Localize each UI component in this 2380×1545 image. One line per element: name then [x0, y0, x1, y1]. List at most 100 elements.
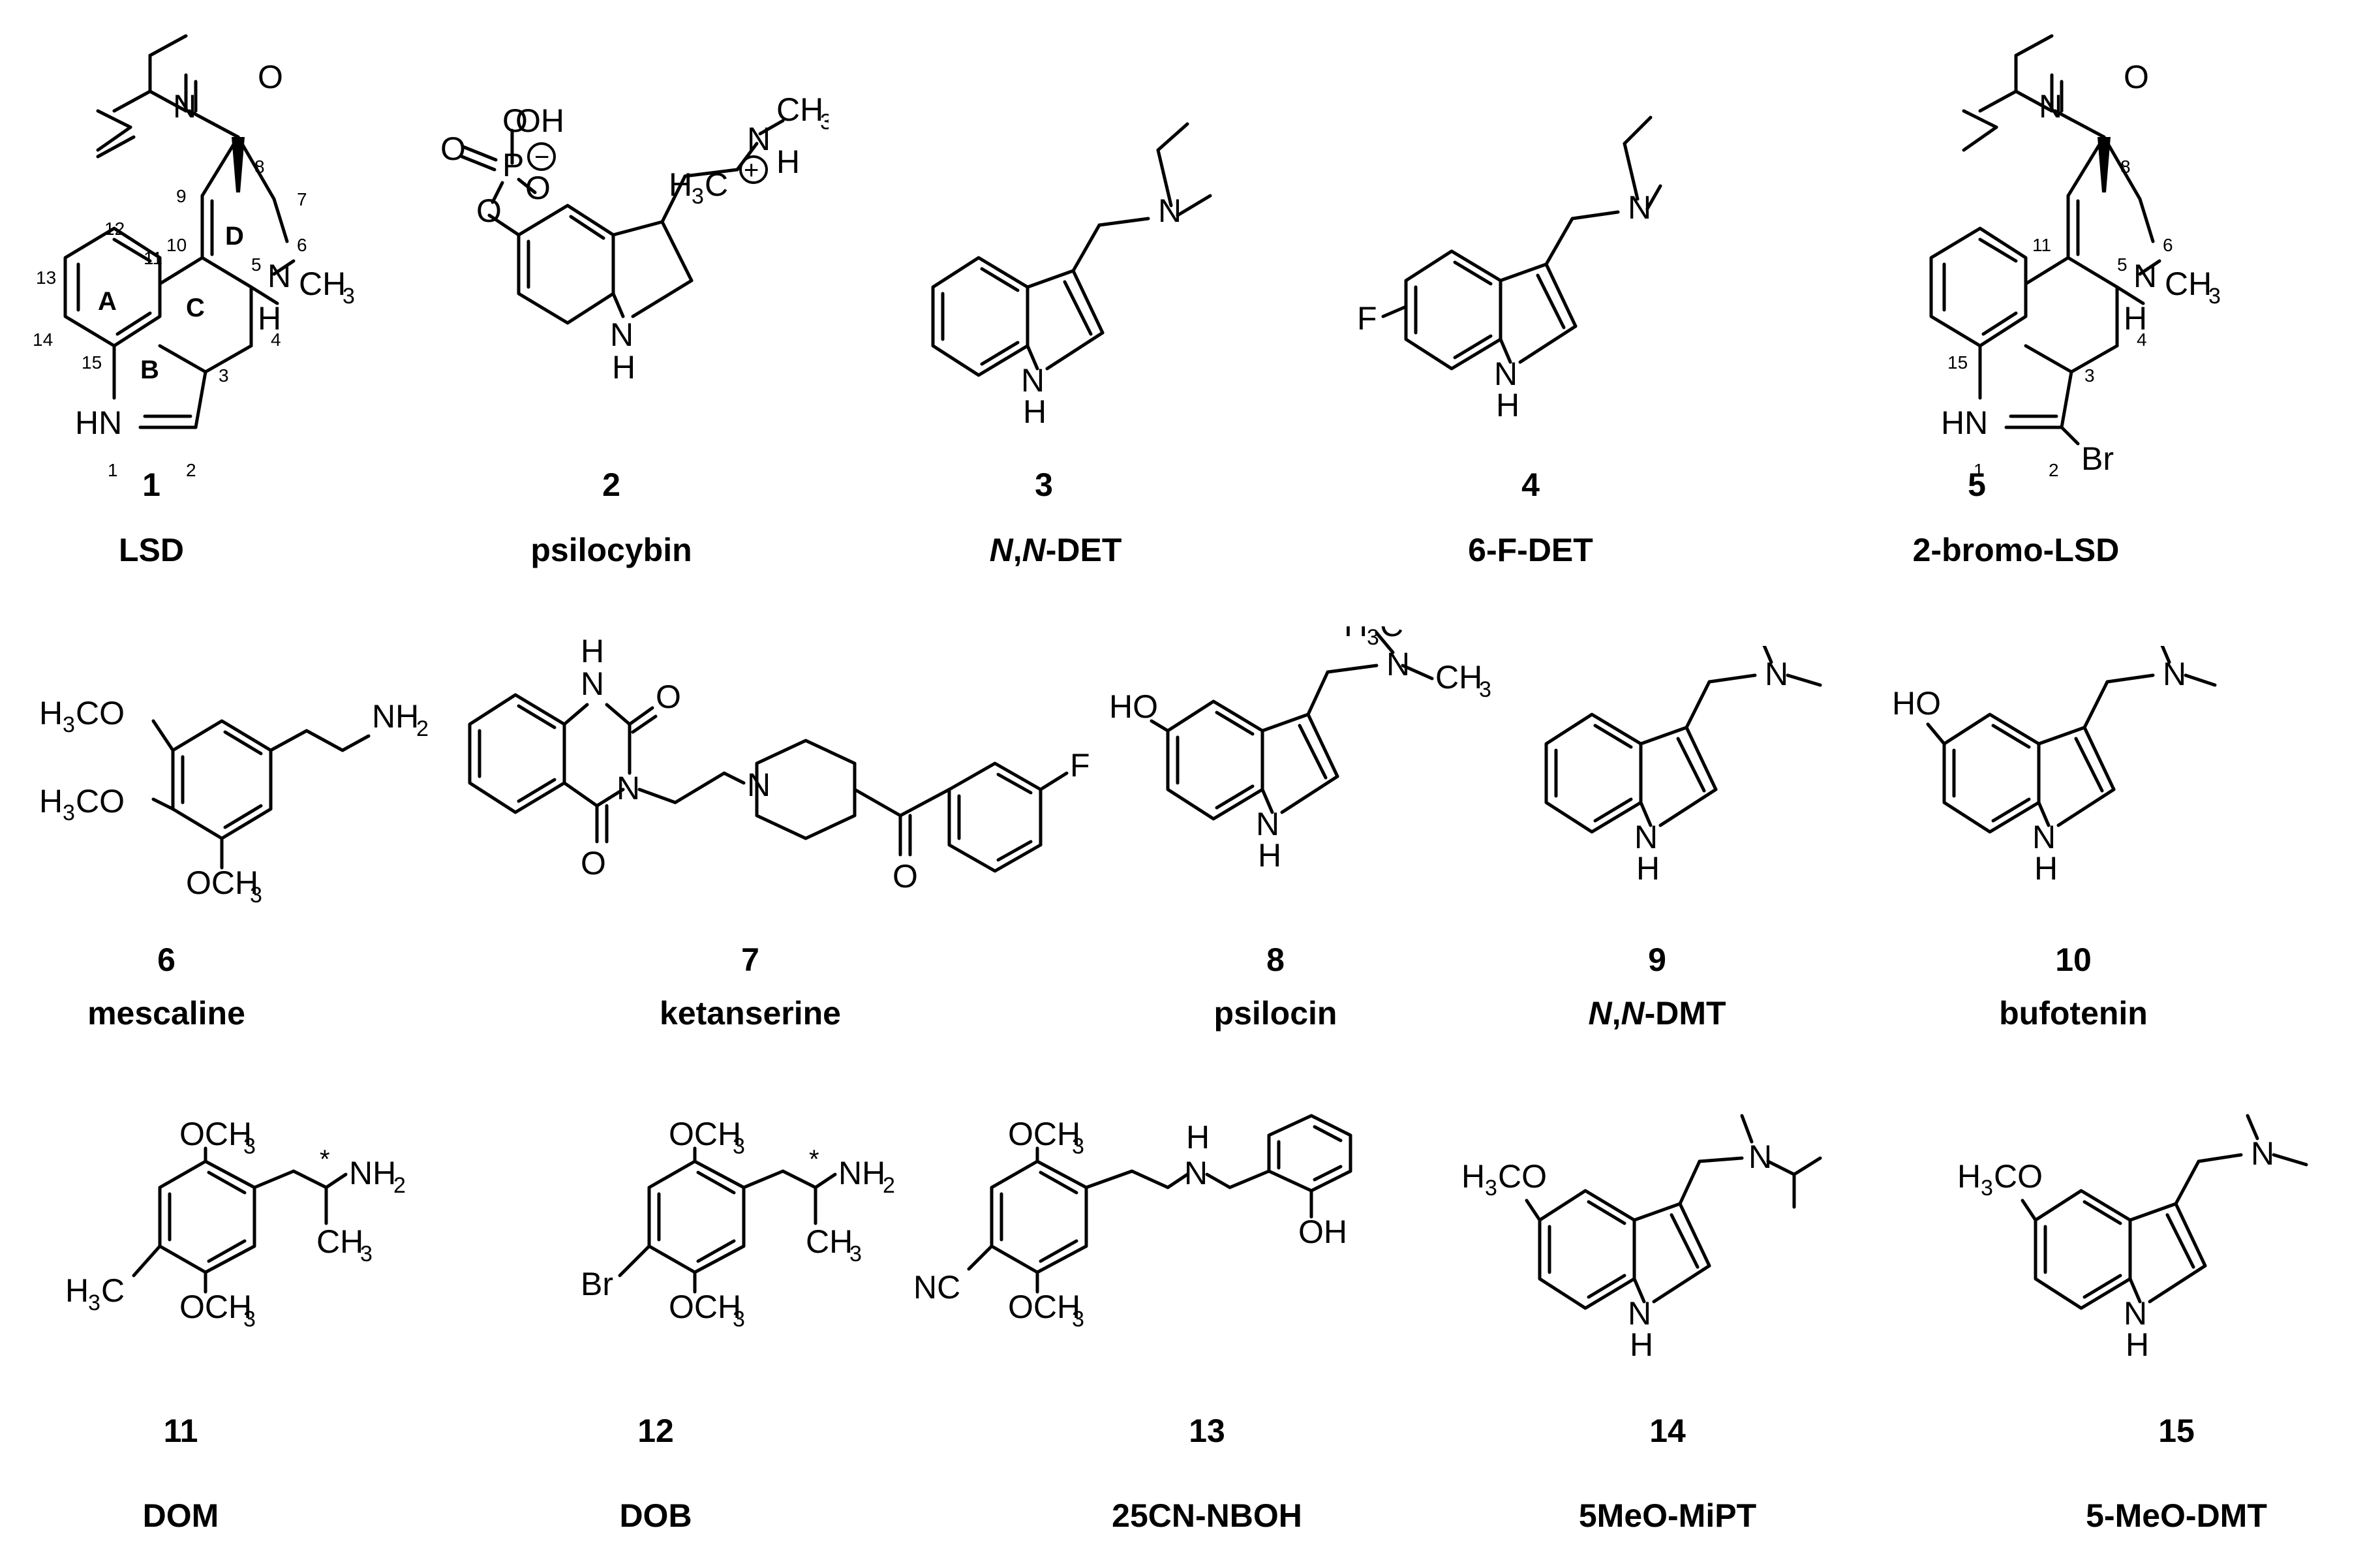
structure-dom: OCH 3 OCH 3 H 3 C * NH 2 CH 3: [65, 1122, 406, 1332]
atom-n: N: [581, 665, 604, 702]
compound-number-14: 14: [1649, 1413, 1686, 1449]
locant: 15: [82, 352, 102, 373]
atom-n: N: [1386, 646, 1410, 682]
atom-hn: HN: [1941, 405, 1988, 441]
atom-n-indole: N: [2124, 1295, 2147, 1332]
atom-h: H: [1636, 850, 1660, 887]
compound-number-7: 7: [741, 941, 759, 978]
atom-o: O: [656, 679, 681, 715]
atom-n-indole: N: [1628, 1295, 1651, 1332]
compound-number-1: 1: [142, 467, 160, 503]
name-part: ,: [1611, 995, 1621, 1032]
atom-n6: N: [267, 258, 291, 294]
charge-plus: +: [744, 156, 759, 185]
atom-n-indole: N: [1021, 362, 1045, 399]
atom-och3: OCH: [669, 1122, 741, 1152]
atom-h3co: H: [1461, 1158, 1485, 1195]
subscript: 3: [88, 1291, 100, 1315]
compound-number-9: 9: [1648, 941, 1666, 978]
subscript: 3: [63, 712, 75, 737]
compound-name-psilocin: psilocin: [1213, 995, 1337, 1032]
atom-h: H: [612, 349, 635, 386]
locant: 5: [2117, 254, 2128, 275]
ring-label: B: [140, 356, 159, 384]
atom-o: O: [525, 170, 551, 206]
charge-minus: −: [534, 143, 549, 172]
atom-h3co: H: [1957, 1158, 1981, 1195]
atom-f: F: [1070, 747, 1090, 784]
atom-och3: OCH: [186, 864, 258, 901]
atom-n-piperidine: N: [747, 767, 770, 803]
name-part: N: [1588, 995, 1612, 1032]
atom-c: C: [1380, 626, 1403, 643]
atom-n-indole: N: [1634, 819, 1658, 855]
name-part: N: [1022, 532, 1046, 568]
atom-o: O: [258, 59, 283, 95]
compound-number-10: 10: [2055, 941, 2092, 978]
atom-nh2: NH: [372, 698, 419, 735]
structure-n-n-det: N N H: [931, 122, 1212, 424]
name-part: -DMT: [1644, 995, 1726, 1032]
compound-name-25cn-nboh: 25CN-NBOH: [1112, 1497, 1302, 1534]
atom-ch3: CH: [806, 1223, 853, 1260]
compound-name-n-n-det: N,N-DET: [990, 532, 1122, 568]
subscript: 2: [883, 1173, 895, 1198]
locant: 8: [2120, 157, 2131, 177]
compound-name-dob: DOB: [619, 1497, 692, 1534]
structure-2-bromo-lsd: N O N CH 3 H HN Br 1 2 3 4 5 6 8 11 15: [1929, 34, 2221, 480]
subscript: 3: [820, 110, 829, 134]
subscript: 3: [733, 1134, 745, 1159]
atom-n: N: [1158, 192, 1182, 229]
atom-h: H: [258, 300, 281, 337]
atom-och3: OCH: [1008, 1289, 1080, 1325]
subscript: 3: [250, 883, 262, 908]
atom-n: N: [2039, 88, 2062, 125]
subscript: 3: [1479, 677, 1491, 702]
atom-n-indole: N: [1494, 356, 1518, 392]
stereocenter-star: *: [809, 1145, 819, 1174]
structure-lsd: N O N CH 3 H HN 1 2 3 4 5 6 7 8 9 10 11 …: [33, 34, 355, 480]
atom-h: H: [1186, 1119, 1210, 1155]
subscript: 3: [1367, 626, 1379, 650]
compound-name-ketanserine: ketanserine: [660, 995, 841, 1032]
structure-6-f-det: F N N H: [1357, 115, 1662, 418]
subscript: 3: [1072, 1307, 1084, 1332]
name-part: N: [1621, 995, 1645, 1032]
atom-h: H: [2034, 850, 2058, 887]
locant: 1: [108, 460, 118, 480]
name-part: N: [989, 532, 1013, 568]
atom-h: H: [1258, 837, 1281, 874]
atom-oh: OH: [515, 102, 564, 139]
structure-dob: OCH 3 OCH 3 Br * NH 2 CH 3: [581, 1122, 895, 1332]
ring-label: D: [225, 222, 244, 251]
compound-number-3: 3: [1035, 467, 1053, 503]
atom-c: C: [101, 1272, 125, 1309]
atom-h: H: [581, 633, 604, 669]
atom-h3c: H: [669, 166, 692, 203]
atom-co: CO: [76, 695, 125, 731]
ring-label: A: [98, 287, 117, 316]
subscript: 3: [1485, 1176, 1497, 1201]
atom-h3co: H: [39, 783, 63, 819]
compound-name-2-bromo-lsd: 2-bromo-LSD: [1912, 532, 2120, 568]
atom-f: F: [1357, 300, 1377, 337]
atom-n: N: [1748, 1139, 1772, 1175]
atom-o: O: [476, 192, 502, 229]
atom-n: N: [617, 770, 640, 806]
atom-o: O: [440, 130, 466, 167]
subscript: 3: [63, 801, 75, 825]
structure-25cn-nboh: OCH 3 OCH 3 NC H N OH: [913, 1114, 1352, 1332]
atom-h: H: [1496, 387, 1519, 418]
compound-number-4: 4: [1521, 467, 1540, 503]
compound-number-8: 8: [1266, 941, 1285, 978]
atom-c: C: [705, 166, 728, 203]
atom-hn: HN: [75, 405, 122, 441]
subscript: 3: [733, 1307, 745, 1332]
atom-n-indole: N: [1256, 806, 1279, 842]
locant: 14: [33, 329, 53, 350]
name-part: -DET: [1045, 532, 1122, 568]
compound-number-5: 5: [1968, 467, 1986, 503]
locant: 3: [2084, 365, 2095, 386]
atom-co: CO: [1498, 1158, 1547, 1195]
